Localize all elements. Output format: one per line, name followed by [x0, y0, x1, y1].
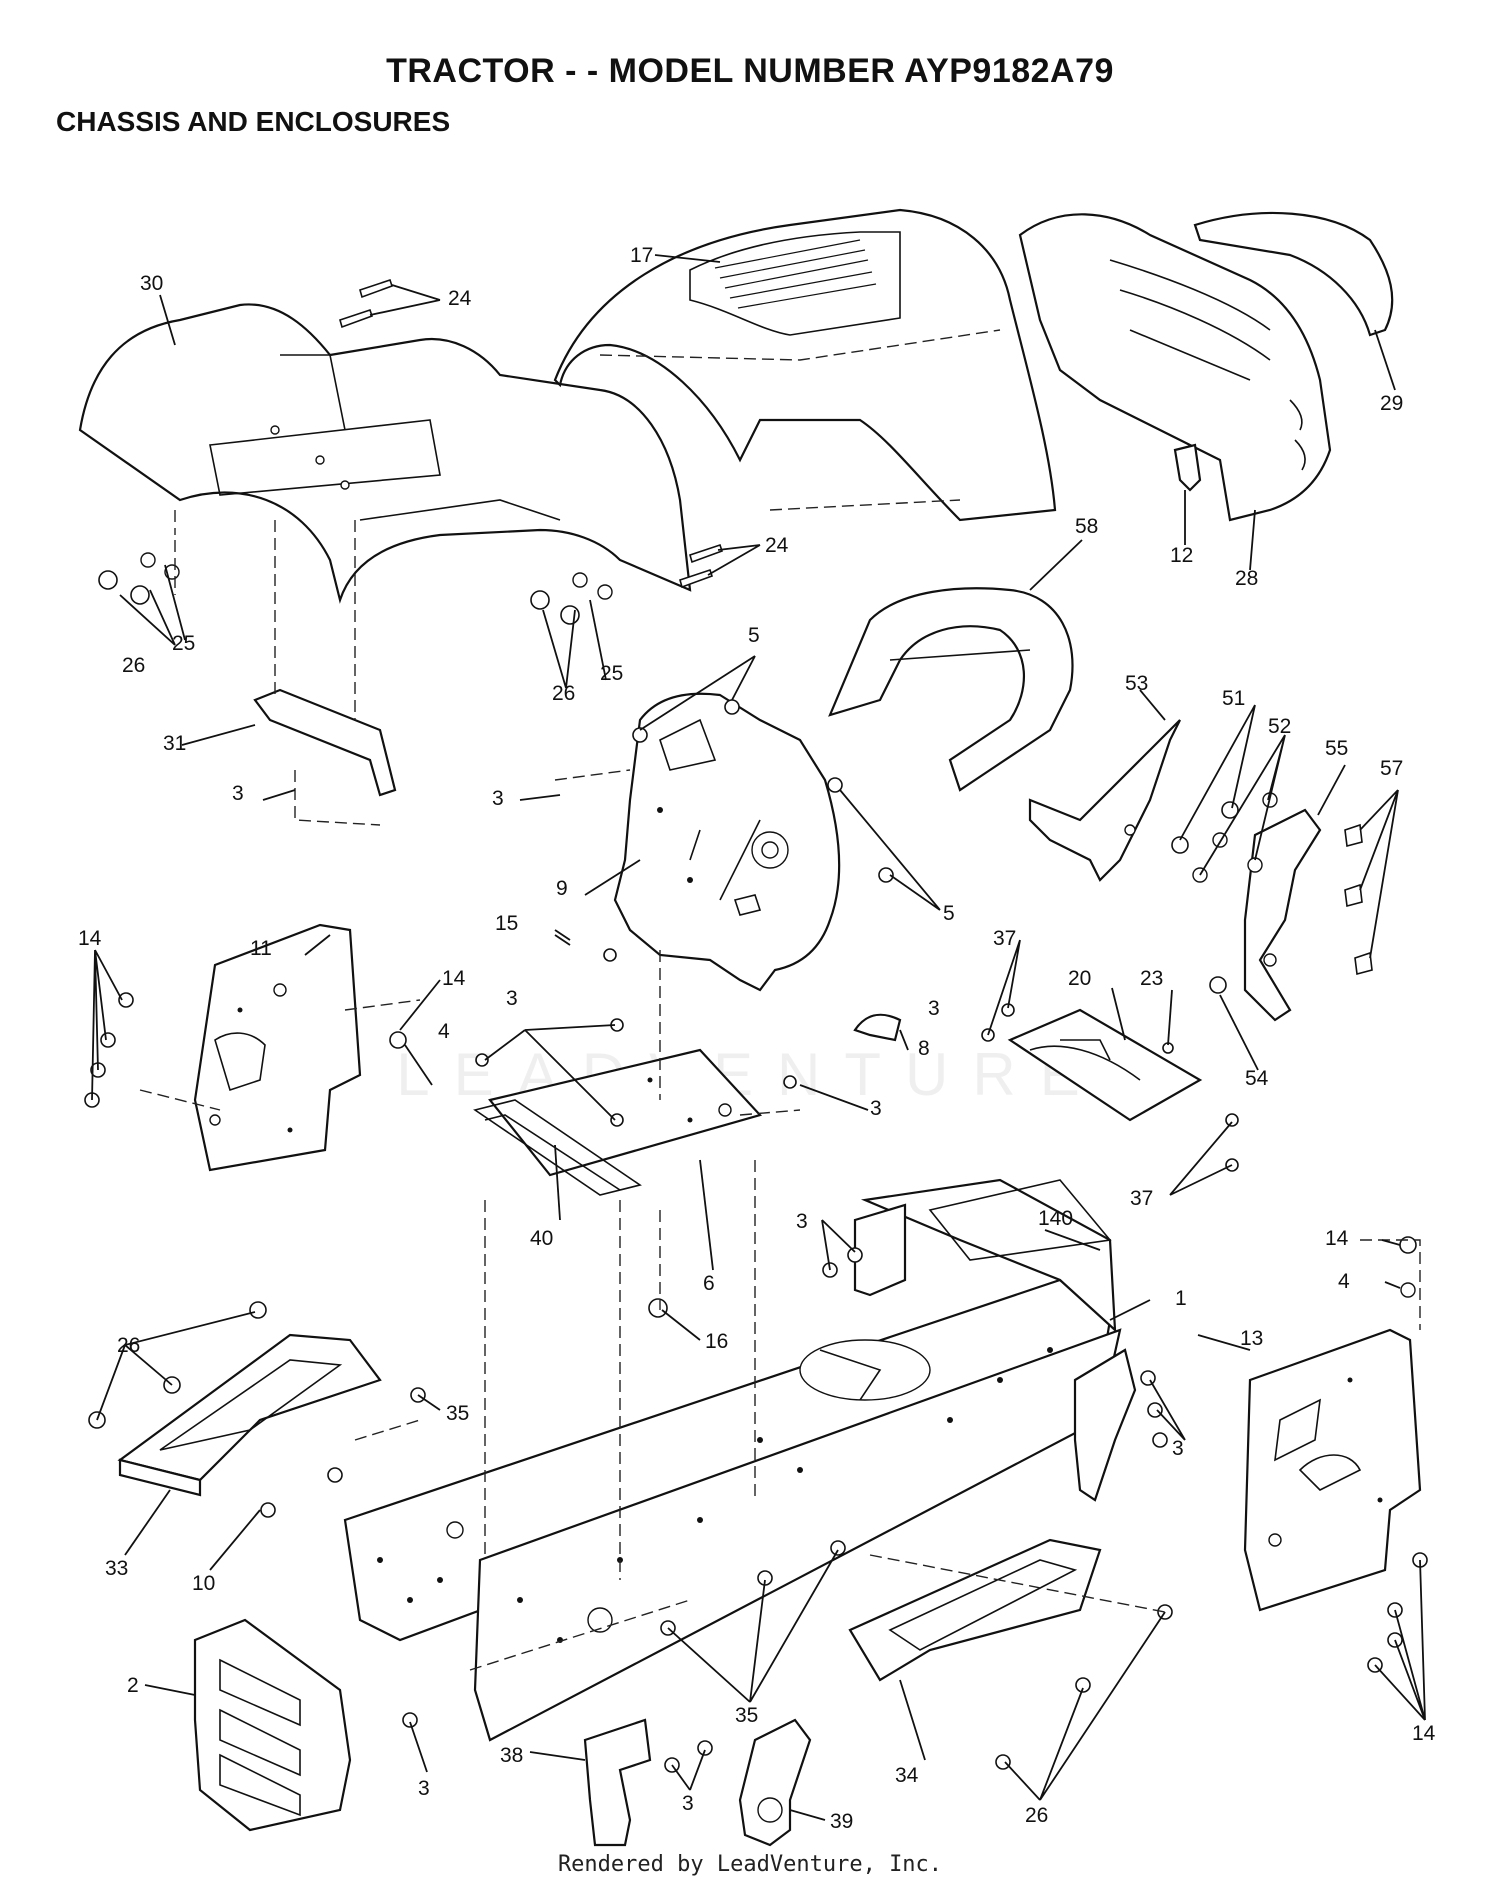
callout-13: 13: [1240, 1327, 1263, 1350]
callout-30: 30: [140, 272, 163, 295]
part-20-bracket[interactable]: [1007, 1008, 1203, 1122]
diagram-title: TRACTOR - - MODEL NUMBER AYP9182A79: [386, 52, 1114, 90]
part-9-dash-panel[interactable]: [613, 692, 841, 992]
part-8-clip[interactable]: [853, 1013, 902, 1042]
callout-1: 1: [1175, 1287, 1187, 1310]
callout-17: 17: [630, 244, 653, 267]
callout-24-top: 24: [448, 287, 472, 310]
part-6-plate[interactable]: [488, 1048, 763, 1177]
callout-3-e: 3: [870, 1097, 882, 1120]
callout-26-bottom-right: 26: [1025, 1804, 1048, 1827]
callout-52: 52: [1268, 715, 1291, 738]
callout-38: 38: [500, 1744, 523, 1767]
part-28-grille[interactable]: [1018, 213, 1332, 522]
part-17-hood[interactable]: [553, 208, 1057, 522]
callout-14-left: 14: [78, 927, 102, 950]
part-55-bracket[interactable]: [1243, 808, 1322, 1022]
leader-lines: [91, 254, 1426, 1821]
callout-15: 15: [495, 912, 518, 935]
callout-140: 140: [1038, 1207, 1073, 1230]
part-40-gasket[interactable]: [473, 1099, 642, 1196]
fasteners: [84, 278, 1428, 1773]
callout-29: 29: [1380, 392, 1403, 415]
callout-5-right: 5: [943, 902, 955, 925]
callout-25-mid: 25: [600, 662, 623, 685]
callout-39: 39: [830, 1810, 853, 1833]
callout-3-a: 3: [232, 782, 244, 805]
part-2-bumper[interactable]: [193, 1618, 352, 1832]
callout-3-b: 3: [492, 787, 504, 810]
part-38-bracket[interactable]: [583, 1718, 652, 1847]
part-53-bracket[interactable]: [1028, 719, 1181, 882]
part-39-bracket[interactable]: [738, 1718, 812, 1847]
part-1-frame[interactable]: [343, 1178, 1122, 1742]
callout-4-left: 4: [438, 1020, 450, 1043]
callout-4-right: 4: [1338, 1270, 1350, 1293]
callout-26-bottom-left: 26: [117, 1334, 140, 1357]
alignment-lines: [139, 510, 1421, 1671]
callout-5-top: 5: [748, 624, 760, 647]
callout-54: 54: [1245, 1067, 1269, 1090]
callout-11: 11: [250, 937, 272, 960]
callout-8: 8: [918, 1037, 930, 1060]
callout-24-mid: 24: [765, 534, 789, 557]
part-58-shield[interactable]: [828, 587, 1074, 792]
callout-33: 33: [105, 1557, 128, 1580]
part-140-plate[interactable]: [853, 1203, 907, 1297]
callout-3-i: 3: [682, 1792, 694, 1815]
callout-14-right-top: 14: [1325, 1227, 1349, 1250]
callout-20: 20: [1068, 967, 1091, 990]
callout-53: 53: [1125, 672, 1148, 695]
callout-16: 16: [705, 1330, 728, 1353]
callout-2: 2: [127, 1674, 139, 1697]
callout-14-mid: 14: [442, 967, 466, 990]
callout-35-top: 35: [446, 1402, 469, 1425]
callout-3-f: 3: [796, 1210, 808, 1233]
part-31-bracket[interactable]: [253, 688, 397, 797]
part-11-left-panel[interactable]: [193, 923, 362, 1172]
callout-37-top: 37: [993, 927, 1016, 950]
callout-6: 6: [703, 1272, 715, 1295]
callout-3-g: 3: [1172, 1437, 1184, 1460]
callout-26-mid: 26: [552, 682, 575, 705]
callout-labels: 30 24 17 29 24 12 28 58 25 26 26 25 5 31…: [78, 244, 1436, 1833]
callout-34: 34: [895, 1764, 919, 1787]
part-140b-plate[interactable]: [1073, 1348, 1137, 1502]
callout-57: 57: [1380, 757, 1403, 780]
callout-26-left: 26: [122, 654, 145, 677]
part-34-footrest[interactable]: [848, 1538, 1102, 1682]
callout-28: 28: [1235, 567, 1258, 590]
callout-3-d: 3: [506, 987, 518, 1010]
callout-9: 9: [556, 877, 568, 900]
callout-37-bottom: 37: [1130, 1187, 1153, 1210]
diagram-subtitle: CHASSIS AND ENCLOSURES: [56, 106, 451, 137]
callout-40: 40: [530, 1227, 553, 1250]
callout-23: 23: [1140, 967, 1163, 990]
part-12-clip[interactable]: [1173, 443, 1202, 492]
part-30-fender[interactable]: [78, 303, 692, 604]
callout-3-h: 3: [418, 1777, 430, 1800]
callout-12: 12: [1170, 544, 1193, 567]
callout-31: 31: [163, 732, 186, 755]
part-29-trim[interactable]: [1193, 211, 1394, 337]
callout-35-bottom: 35: [735, 1704, 758, 1727]
callout-10: 10: [192, 1572, 215, 1595]
callout-55: 55: [1325, 737, 1348, 760]
footer-credit: Rendered by LeadVenture, Inc.: [557, 1852, 943, 1877]
callout-58: 58: [1075, 515, 1098, 538]
part-33-footrest[interactable]: [117, 1333, 382, 1497]
callout-25-left: 25: [172, 632, 195, 655]
callout-3-c: 3: [928, 997, 940, 1020]
callout-14-right-bottom: 14: [1412, 1722, 1436, 1745]
callout-51: 51: [1222, 687, 1245, 710]
part-13-right-panel[interactable]: [1243, 1328, 1422, 1612]
